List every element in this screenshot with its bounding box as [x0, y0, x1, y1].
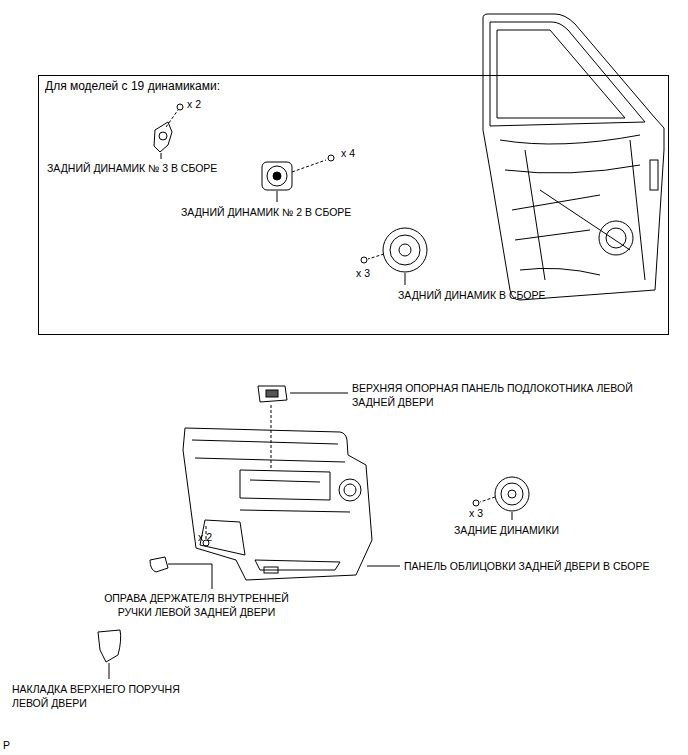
note-frame: Для моделей с 19 динамиками: [38, 75, 669, 335]
part-name: ЗАДНИЙ ДИНАМИК № 2 В СБОРЕ [181, 205, 351, 219]
quantity: x 2 [187, 97, 201, 111]
speaker-2 [262, 155, 334, 202]
part-name: НАКЛАДКА ВЕРХНЕГО ПОРУЧНЯ ЛЕВОЙ ДВЕРИ [12, 682, 204, 710]
quantity: x 2 [198, 530, 212, 544]
inner-handle-bezel [150, 557, 212, 589]
quantity: x 3 [356, 266, 370, 280]
part-name: ОПРАВА ДЕРЖАТЕЛЯ ВНУТРЕННЕЙ РУЧКИ ЛЕВОЙ … [94, 591, 299, 619]
note-heading: Для моделей с 19 динамиками: [39, 76, 668, 96]
quantity: x 3 [469, 506, 483, 520]
part-name: ЗАДНИЙ ДИНАМИК В СБОРЕ [398, 288, 545, 302]
rear-door-frame [483, 14, 664, 300]
part-name: ВЕРХНЯЯ ОПОРНАЯ ПАНЕЛЬ ПОДЛОКОТНИКА ЛЕВО… [352, 381, 634, 409]
armrest-upper-support [258, 386, 348, 402]
rear-speaker [361, 228, 427, 285]
part-name: ЗАДНИЙ ДИНАМИК № 3 В СБОРЕ [47, 161, 217, 175]
part-name: ЗАДНИЕ ДИНАМИКИ [454, 523, 559, 537]
part-name: ПАНЕЛЬ ОБЛИЦОВКИ ЗАДНЕЙ ДВЕРИ В СБОРЕ [404, 559, 650, 573]
quantity: x 4 [341, 146, 355, 160]
door-trim-panel [183, 405, 400, 580]
upper-grip-cover [98, 630, 121, 679]
speaker-3 [154, 104, 183, 159]
page-mark: P [3, 738, 10, 752]
